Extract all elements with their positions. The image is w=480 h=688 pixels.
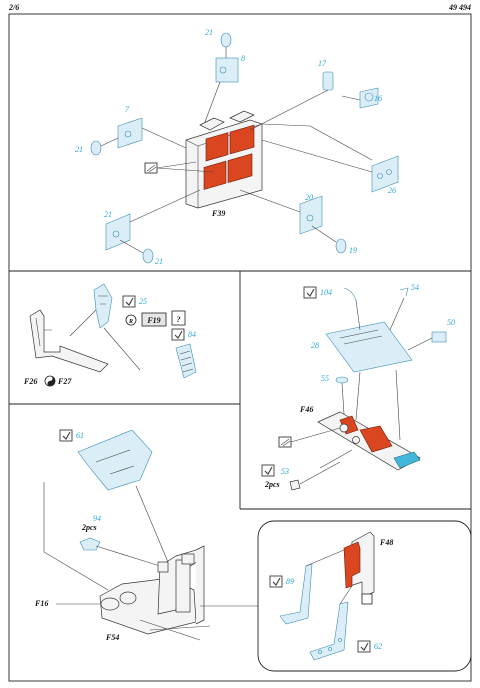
part-number-21-bottom: 21: [155, 257, 163, 266]
part-number-61: 61: [76, 431, 84, 440]
part-89: [279, 563, 313, 625]
part-number-53: 53: [281, 467, 289, 476]
question-mark: ?: [177, 315, 181, 324]
glue-icon: [144, 162, 158, 174]
part-number-54: 54: [411, 283, 419, 292]
bend-icon-61: [59, 429, 73, 442]
part-104: [343, 287, 357, 301]
f54-assembly: [99, 545, 211, 641]
f16-label: F16: [34, 599, 48, 608]
part-26: [371, 155, 399, 193]
bend-icon-84: [171, 328, 185, 341]
part-number-7: 7: [125, 105, 130, 114]
question-box: ?: [171, 310, 186, 326]
section-5: F48 89 62: [257, 520, 472, 672]
section-4: 61 94 2pcs F16 F54: [34, 429, 258, 642]
part-number-62: 62: [374, 642, 382, 651]
bend-icon-89: [269, 575, 283, 588]
qty-94: 2pcs: [81, 523, 97, 532]
part-50: [431, 331, 447, 343]
part-62: [309, 601, 349, 661]
part-21-top: [220, 32, 232, 48]
product-code: 49 494: [448, 3, 471, 12]
part-54: [399, 287, 409, 297]
seat-back-part: [93, 283, 113, 329]
part-number-94: 94: [93, 514, 101, 523]
part-8: [215, 57, 239, 83]
part-number-104: 104: [320, 288, 332, 297]
part-84: [175, 343, 197, 379]
f48-small-box: [361, 593, 373, 605]
f48-label: F48: [379, 538, 393, 547]
glue-icon-2: [278, 436, 292, 448]
part-number-89: 89: [286, 577, 294, 586]
part-55: [335, 376, 349, 384]
part-number-17: 17: [318, 59, 327, 68]
part-number-55: 55: [321, 374, 329, 383]
part-number-84: 84: [188, 330, 196, 339]
part-21-left: [90, 140, 102, 156]
part-28: [325, 321, 413, 373]
part-number-16: 16: [374, 94, 382, 103]
page-number: 2/6: [8, 3, 19, 12]
bend-icon-62: [357, 640, 371, 653]
part-number-21-right: 19: [349, 246, 357, 255]
part-number-19: 21: [104, 210, 112, 219]
section-1: F39 21 8 17 16 7 21 26: [75, 28, 399, 266]
f46-assembly: [317, 411, 421, 471]
f48-red-part: [343, 541, 361, 589]
part-number-21-left: 21: [75, 145, 83, 154]
part-21-right: [335, 238, 347, 254]
part-number-8: 8: [241, 54, 245, 63]
part-61: [77, 429, 153, 491]
part-21-bottom: [142, 248, 154, 264]
seat-frame: [29, 309, 109, 373]
f19-label: F19: [146, 316, 160, 325]
detail-callout-frame: [257, 520, 472, 672]
f19-reference: R F19: [125, 312, 167, 327]
part-number-50: 50: [447, 318, 455, 327]
part-number-21-top: 21: [205, 28, 213, 37]
part-number-25: 25: [139, 297, 147, 306]
part-number-20: 20: [305, 193, 313, 202]
page-frame: [8, 13, 472, 682]
bend-icon-104: [303, 286, 317, 299]
f39-label: F39: [211, 209, 225, 218]
svg-text:R: R: [128, 319, 133, 325]
part-17: [322, 71, 334, 91]
bend-icon-53: [261, 464, 275, 477]
qty-53: 2pcs: [264, 480, 280, 489]
part-number-28: 28: [311, 341, 319, 350]
section-2: 25 R F19 ? 84 F26 F27: [23, 283, 197, 387]
f46-label: F46: [299, 405, 313, 414]
yin-yang-icon: [44, 375, 56, 387]
bend-icon-25: [122, 295, 136, 308]
f26-label: F26: [23, 377, 37, 386]
part-94: [79, 537, 101, 551]
f54-label: F54: [105, 633, 119, 642]
part-53: [289, 479, 301, 491]
f39-assembly: [185, 110, 263, 209]
part-number-26: 26: [388, 186, 396, 195]
f27-label: F27: [57, 377, 72, 386]
section-3: 104 54 28 50 55 F46 5: [261, 283, 455, 491]
